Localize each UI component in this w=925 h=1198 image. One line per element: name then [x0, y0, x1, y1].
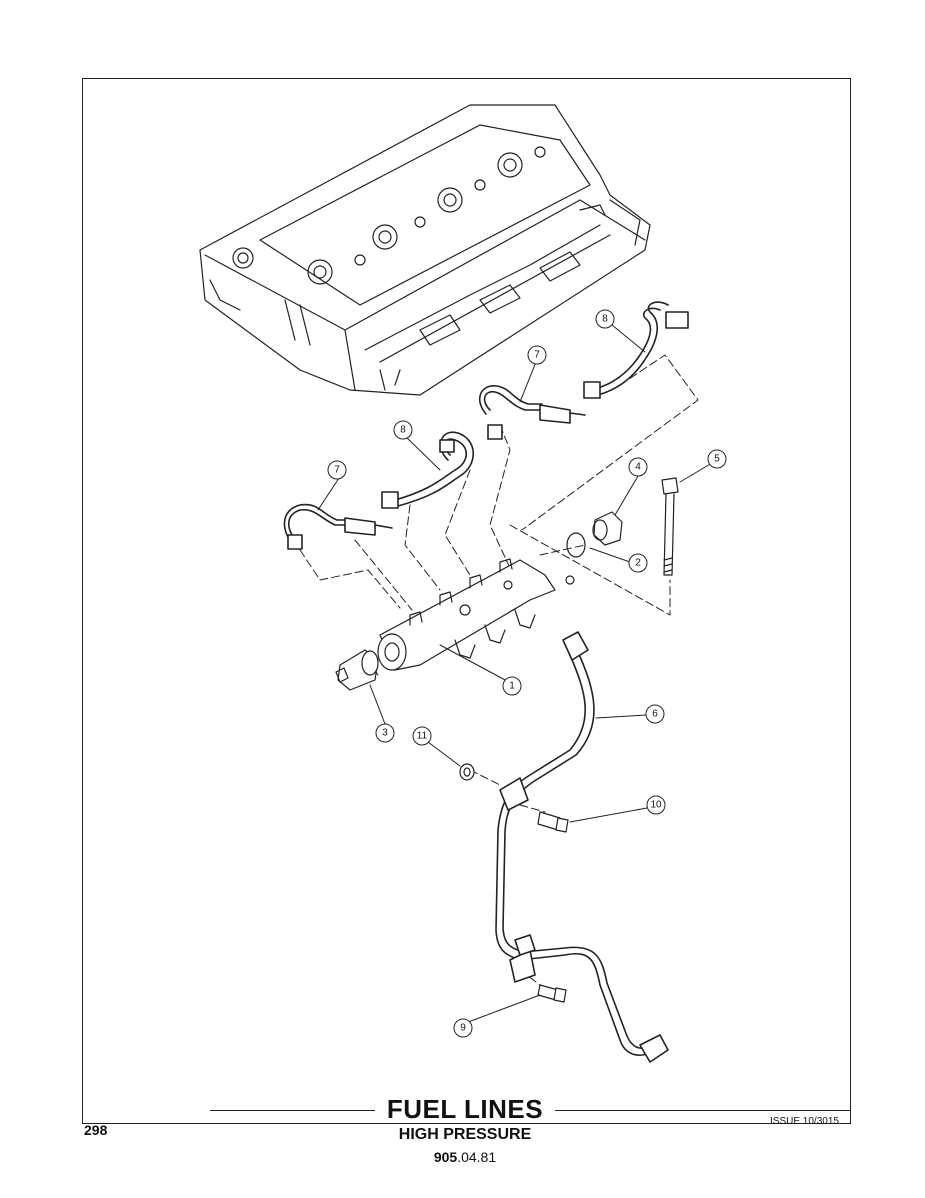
- callout-4-circle: [628, 457, 648, 477]
- callout-8a-circle: [393, 420, 413, 440]
- callout-7a: 7: [334, 465, 340, 476]
- callout-10-circle: [646, 795, 666, 815]
- callout-9-circle: [453, 1018, 473, 1038]
- callout-7b-circle: [527, 345, 547, 365]
- callout-7b: 7: [534, 350, 540, 361]
- section-code: 905.04.81: [380, 1149, 550, 1165]
- injector-line-center-left-illustration: [381, 424, 503, 509]
- bolt-9-illustration: [537, 984, 567, 1003]
- pressure-sensor-illustration: [335, 649, 379, 691]
- injector-line-right-illustration: [583, 301, 689, 399]
- callout-11-circle: [412, 726, 432, 746]
- long-bolt-illustration: [661, 477, 679, 576]
- page-title: FUEL LINES: [386, 1094, 544, 1124]
- title-rule-left: [210, 1110, 375, 1111]
- callout-5: 5: [714, 454, 720, 465]
- section-code-rest: .04.81: [457, 1149, 497, 1165]
- leader-lines: [317, 324, 713, 1025]
- diagram-frame: [82, 78, 851, 1124]
- bolt-10-illustration: [537, 811, 569, 833]
- issue-label: ISSUE 10/3015: [770, 1116, 839, 1127]
- callout-3-circle: [375, 723, 395, 743]
- page-number: 298: [84, 1122, 108, 1138]
- callout-4: 4: [635, 462, 641, 473]
- callout-2-circle: [628, 553, 648, 573]
- injector-line-left-illustration: [283, 503, 393, 550]
- injector-line-center-right-illustration: [478, 385, 586, 424]
- seal-ring-illustration: [566, 532, 586, 558]
- callout-6: 6: [652, 709, 658, 720]
- callout-8a: 8: [400, 425, 406, 436]
- callout-6-circle: [645, 704, 665, 724]
- callout-1: 1: [509, 681, 515, 692]
- page-subtitle: HIGH PRESSURE: [398, 1126, 532, 1143]
- callout-9: 9: [460, 1023, 466, 1034]
- callout-10: 10: [650, 800, 662, 811]
- callout-7a-circle: [327, 460, 347, 480]
- callout-1-circle: [502, 676, 522, 696]
- title-rule-right: [555, 1110, 850, 1111]
- callout-8b-circle: [595, 309, 615, 329]
- callout-8b: 8: [602, 314, 608, 325]
- plug-illustration: [592, 511, 623, 546]
- callout-11: 11: [417, 731, 428, 742]
- spacer-illustration: [459, 763, 475, 781]
- cylinder-head-illustration: [199, 104, 651, 396]
- supply-pipe-illustration: [495, 631, 669, 1063]
- callout-3: 3: [382, 728, 388, 739]
- callout-5-circle: [707, 449, 727, 469]
- callout-2: 2: [635, 558, 641, 569]
- fuel-rail-illustration: [377, 558, 575, 671]
- section-code-bold: 905: [433, 1149, 458, 1165]
